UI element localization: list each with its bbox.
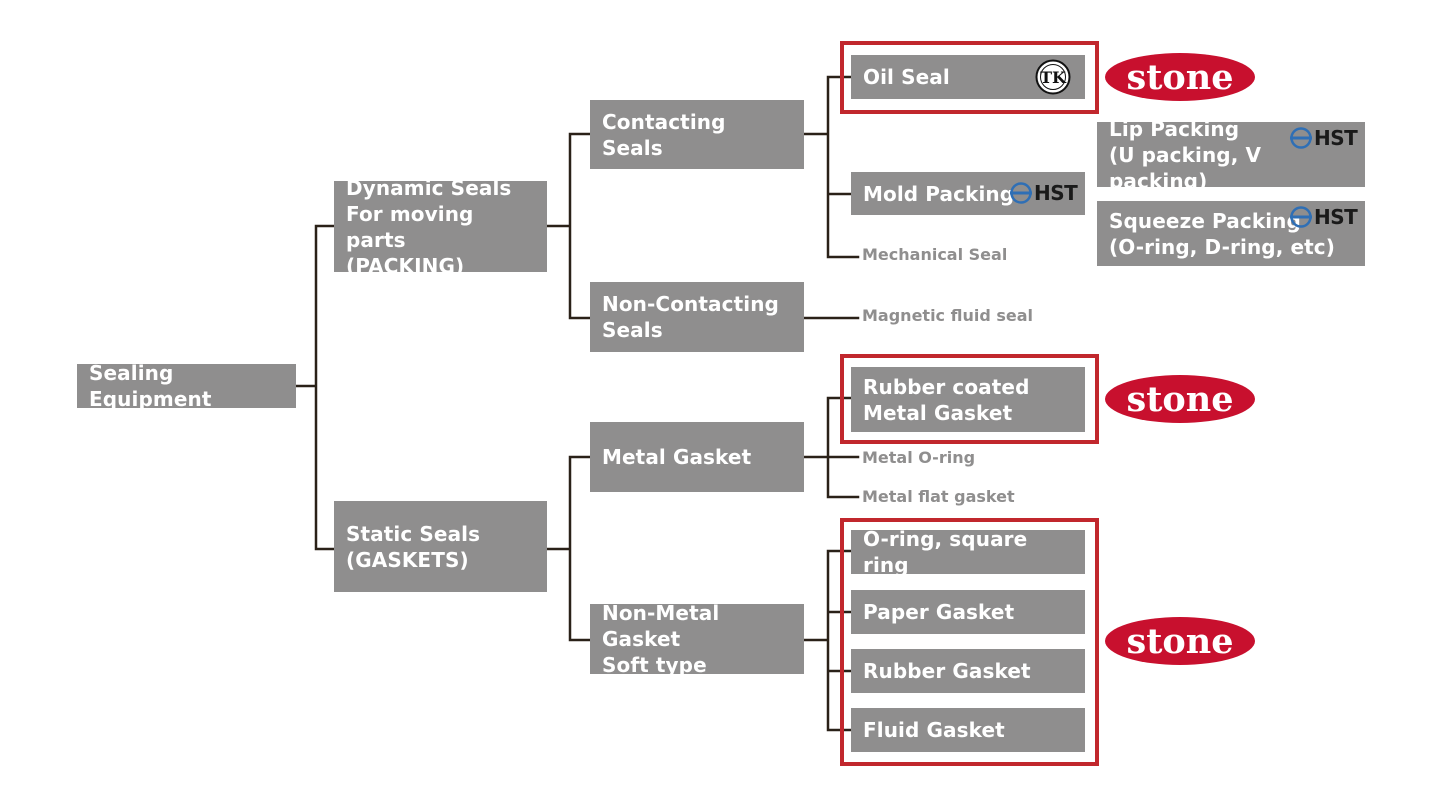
node-label: Fluid Gasket (863, 718, 1005, 742)
node-label: (PACKING) (346, 253, 465, 278)
node-label: Sealing Equipment (89, 361, 212, 411)
node-label: Contacting Seals (602, 109, 726, 160)
node-label: Static Seals (346, 521, 481, 546)
highlight-frame-oil-seal (840, 41, 1099, 114)
node-label: Dynamic Seals (346, 175, 512, 200)
highlight-frame-non-metal-gaskets (840, 518, 1099, 766)
node-metal-gasket: Metal Gasket (590, 422, 804, 492)
tk-logo-icon: TK (1035, 59, 1071, 95)
node-label: (U packing, V packing) (1109, 142, 1262, 193)
connector-contacting (802, 75, 860, 259)
connector-non-metal-gasket (802, 549, 853, 732)
highlight-frame-rubber-coated-metal-gasket (840, 354, 1099, 444)
hst-logo-text: HST (1314, 126, 1358, 150)
node-label: Oil Seal (863, 65, 950, 89)
hst-logo-icon (1010, 182, 1032, 204)
node-label: O-ring, square ring (863, 527, 1028, 577)
hst-logo: HST (1010, 181, 1078, 205)
node-mechanical-seal: Mechanical Seal (862, 245, 1008, 264)
node-metal-flat-gasket: Metal flat gasket (862, 487, 1015, 506)
node-fluid-gasket: Fluid Gasket (851, 708, 1085, 752)
node-o-ring-square-ring: O-ring, square ring (851, 527, 1085, 577)
hst-logo-icon (1290, 206, 1312, 228)
node-static-seals: Static Seals (GASKETS) (334, 501, 547, 592)
stone-logo-icon: stone (1105, 375, 1255, 423)
node-squeeze-packing: Squeeze Packing (O-ring, D-ring, etc) (1097, 201, 1365, 266)
node-paper-gasket: Paper Gasket (851, 590, 1085, 634)
stone-logo-icon: stone (1105, 53, 1255, 101)
node-label: Soft type (602, 653, 707, 677)
hst-logo: HST (1290, 205, 1358, 229)
node-non-metal-gasket: Non-Metal Gasket Soft type (590, 601, 804, 677)
hst-logo-icon (1290, 127, 1312, 149)
node-magnetic-fluid-seal: Magnetic fluid seal (862, 306, 1034, 325)
node-label: Rubber coated (863, 374, 1030, 399)
node-label: Squeeze Packing (1109, 208, 1301, 233)
hst-logo-text: HST (1034, 181, 1078, 205)
stone-logo-text: stone (1127, 57, 1234, 98)
connector-dynamic (545, 132, 592, 320)
hst-logo-text: HST (1314, 205, 1358, 229)
node-label: (GASKETS) (346, 547, 469, 572)
node-lip-packing: Lip Packing (U packing, V packing) (1097, 117, 1365, 193)
node-label: Lip Packing (1109, 116, 1240, 141)
node-label: Seals (602, 318, 663, 342)
node-label: Metal Gasket (863, 400, 1013, 425)
node-dynamic-seals: Dynamic Seals For moving parts (PACKING) (334, 176, 547, 278)
node-label: Rubber Gasket (863, 659, 1031, 683)
node-metal-o-ring: Metal O-ring (862, 448, 976, 467)
connector-metal-gasket (802, 396, 860, 499)
stone-logo-text: stone (1127, 379, 1234, 420)
hst-logo: HST (1290, 126, 1358, 150)
node-label: Mold Packing (863, 181, 1015, 206)
node-label: Non-Metal Gasket (602, 601, 720, 651)
node-label: Paper Gasket (863, 600, 1015, 624)
node-sealing-equipment: Sealing Equipment (77, 361, 296, 411)
node-label: Non-Contacting (602, 292, 779, 316)
node-label: Metal Gasket (602, 445, 752, 469)
node-label: For moving parts (346, 201, 474, 252)
connector-static (545, 455, 592, 642)
connector-root (294, 224, 336, 551)
stone-logo-text: stone (1127, 621, 1234, 662)
node-contacting-seals: Contacting Seals (590, 100, 804, 169)
node-mold-packing: Mold Packing (851, 172, 1085, 215)
stone-logo-icon: stone (1105, 617, 1255, 665)
node-label: (O-ring, D-ring, etc) (1109, 234, 1335, 259)
node-non-contacting-seals: Non-Contacting Seals (590, 282, 804, 352)
node-rubber-coated-metal-gasket: Rubber coated Metal Gasket (851, 367, 1085, 432)
tk-logo-text: TK (1040, 68, 1067, 87)
node-rubber-gasket: Rubber Gasket (851, 649, 1085, 693)
